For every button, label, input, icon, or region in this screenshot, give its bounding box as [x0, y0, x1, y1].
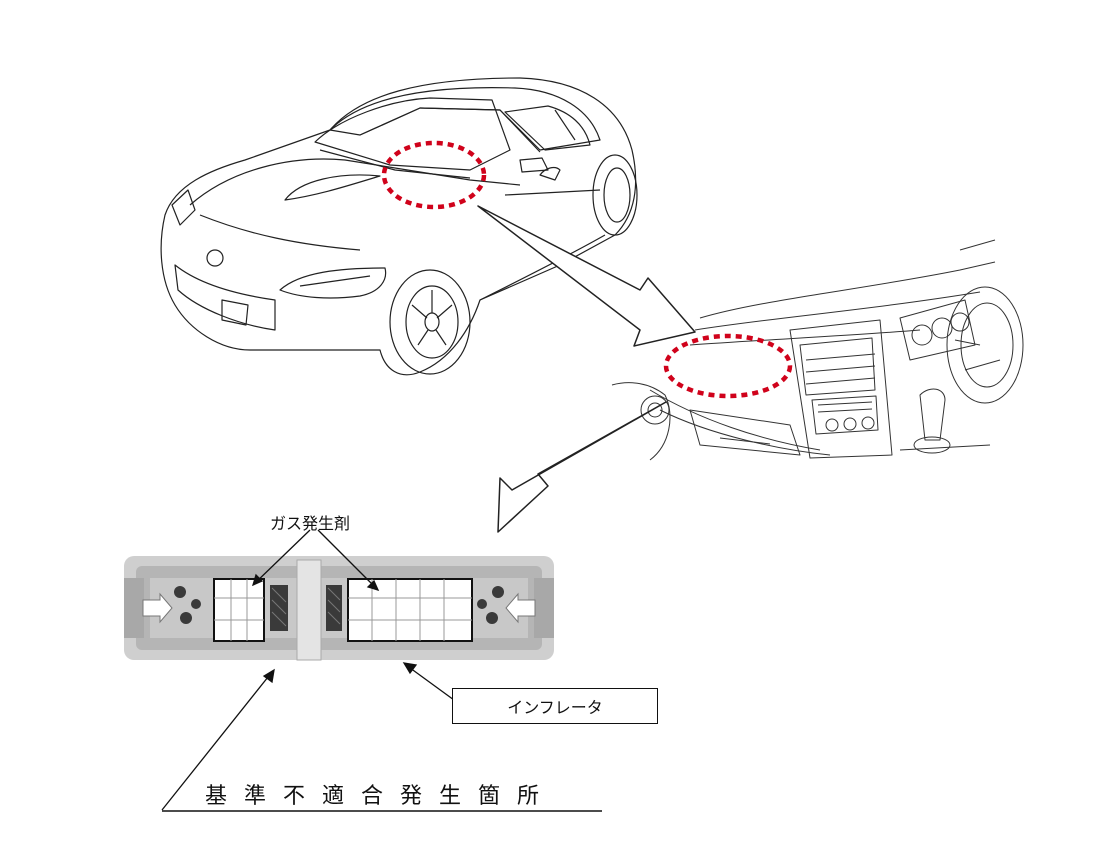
gas-generant-label: ガス発生剤 — [270, 514, 351, 533]
dashboard-interior-icon — [611, 239, 1024, 461]
nonconformity-location-caption: 基準不適合発生箇所 — [205, 784, 557, 809]
inflator-label: インフレータ — [452, 688, 658, 724]
dashboard-highlight-ring — [663, 333, 793, 399]
inflator-cross-section-icon — [124, 556, 554, 661]
sports-car-icon — [160, 77, 638, 376]
arrow-dashboard-to-inflator — [497, 401, 667, 533]
inflator-label-text: インフレータ — [507, 698, 603, 717]
arrow-car-to-dashboard — [477, 205, 696, 347]
car-highlight-ring — [381, 140, 487, 210]
